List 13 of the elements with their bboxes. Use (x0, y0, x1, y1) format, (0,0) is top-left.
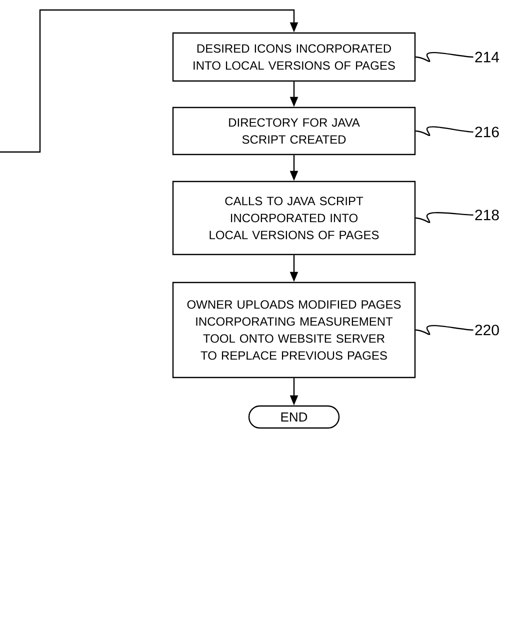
leader-line (416, 126, 474, 136)
process-box: CALLS TO JAVA SCRIPT INCORPORATED INTO LOCAL VERSIONS OF PAGES (172, 180, 416, 256)
leader-line (416, 52, 474, 62)
reference-numeral: 218 (475, 210, 499, 220)
process-box: DIRECTORY FOR JAVA SCRIPT CREATED (172, 106, 416, 156)
arrow (0, 9, 298, 153)
reference-numeral: 216 (475, 126, 499, 138)
process-box: OWNER UPLOADS MODIFIED PAGES INCORPORATING MEASUREMENT TOOL ONTO WEBSITE SERVER TO REPLACE PREVIOUS PAGES (172, 282, 416, 378)
leader-line (416, 324, 474, 335)
process-box: DESIRED ICONS INCORPORATED INTO LOCAL VERSIONS OF PAGES (172, 32, 416, 82)
reference-numeral: 214 (475, 52, 500, 62)
reference-numeral: 220 (475, 324, 499, 336)
leader-line (416, 212, 474, 223)
